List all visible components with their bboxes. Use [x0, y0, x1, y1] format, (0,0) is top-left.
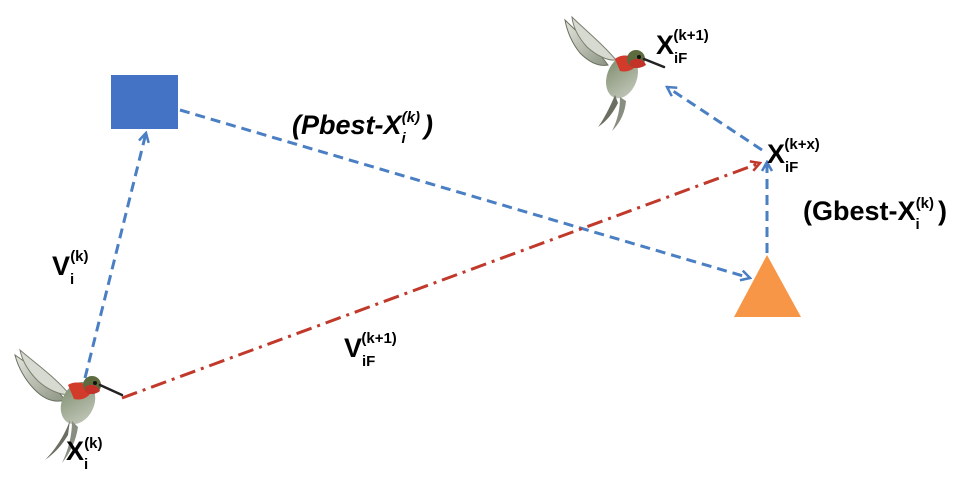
label-sub: iF [362, 353, 376, 370]
label-suffix: ) [938, 196, 948, 226]
label-main: X [383, 110, 402, 140]
label-main: V [52, 251, 71, 281]
intermediate-position-label: XiF (k+x) [767, 137, 834, 175]
label-sub: i [84, 456, 89, 473]
label-sup: (k+1) [361, 330, 397, 347]
label-sup: (k) [84, 435, 103, 452]
label-main: X [897, 196, 916, 226]
label-sup: (k+x) [784, 136, 820, 153]
label-main: X [66, 436, 85, 466]
label-prefix: (Gbest- [803, 196, 898, 226]
new-velocity-label: ViF (k+1) [344, 331, 411, 369]
label-sup: (k) [401, 109, 421, 126]
label-sub: i [915, 216, 920, 233]
label-sub: iF [674, 50, 688, 67]
label-sup: (k) [70, 248, 89, 265]
label-suffix: ) [424, 110, 434, 140]
personal-best-marker [111, 75, 178, 129]
hummingbird-icon [14, 348, 124, 463]
gbest-label: (Gbest-Xi (k)) [803, 195, 948, 232]
label-main: X [656, 30, 675, 60]
velocity-label: Vi (k) [52, 249, 93, 287]
update-arrow [667, 87, 763, 152]
hummingbird-icon [564, 15, 666, 131]
label-sub: i [70, 271, 75, 288]
label-main: V [344, 333, 363, 363]
pbest-arrow [179, 108, 750, 278]
label-main: X [767, 139, 786, 169]
velocity-arrow [83, 133, 146, 379]
label-sup: (k) [915, 195, 935, 212]
next-position-label: XiF (k+1) [656, 28, 723, 66]
label-sup: (k+1) [673, 27, 709, 44]
global-best-marker [734, 255, 801, 317]
current-position-label: Xi (k) [66, 435, 107, 472]
label-sub: i [401, 130, 406, 147]
label-prefix: (Pbest- [292, 110, 384, 140]
label-sub: iF [785, 159, 799, 176]
new-velocity-arrow [121, 163, 760, 400]
pbest-label: (Pbest-Xi (k)) [292, 109, 434, 146]
